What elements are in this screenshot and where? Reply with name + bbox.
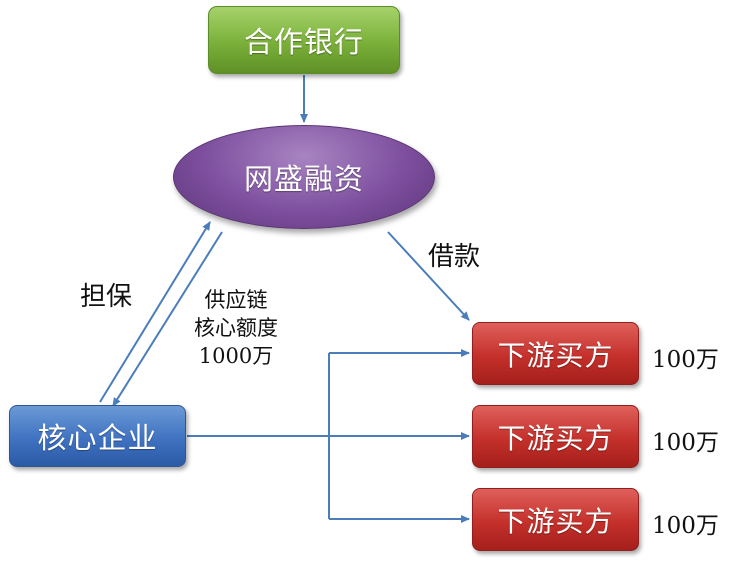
core-enterprise-node: 核心企业 bbox=[9, 405, 186, 467]
buyer-node: 下游买方 bbox=[472, 322, 639, 385]
guarantee-label: 担保 bbox=[80, 282, 133, 312]
credit-line-text: 供应链 bbox=[204, 288, 268, 312]
arrow-core-to-platform bbox=[99, 221, 211, 403]
buyer-amount-label: 100万 bbox=[652, 347, 719, 373]
buyer-amount-label: 100万 bbox=[652, 430, 719, 456]
bank-node: 合作银行 bbox=[208, 6, 400, 74]
loan-label: 借款 bbox=[428, 242, 481, 272]
buyer-node: 下游买方 bbox=[472, 405, 639, 468]
arrow-platform-to-buyer bbox=[387, 231, 470, 321]
credit-line-label: 供应链 核心额度 1000万 bbox=[186, 286, 286, 370]
buyer-amount-label: 100万 bbox=[652, 513, 719, 539]
buyer-node: 下游买方 bbox=[472, 488, 639, 551]
platform-node: 网盛融资 bbox=[173, 125, 435, 229]
arrow-platform-to-core bbox=[112, 231, 223, 407]
credit-line-text: 核心额度 bbox=[194, 316, 278, 340]
credit-line-text: 1000万 bbox=[198, 344, 274, 368]
